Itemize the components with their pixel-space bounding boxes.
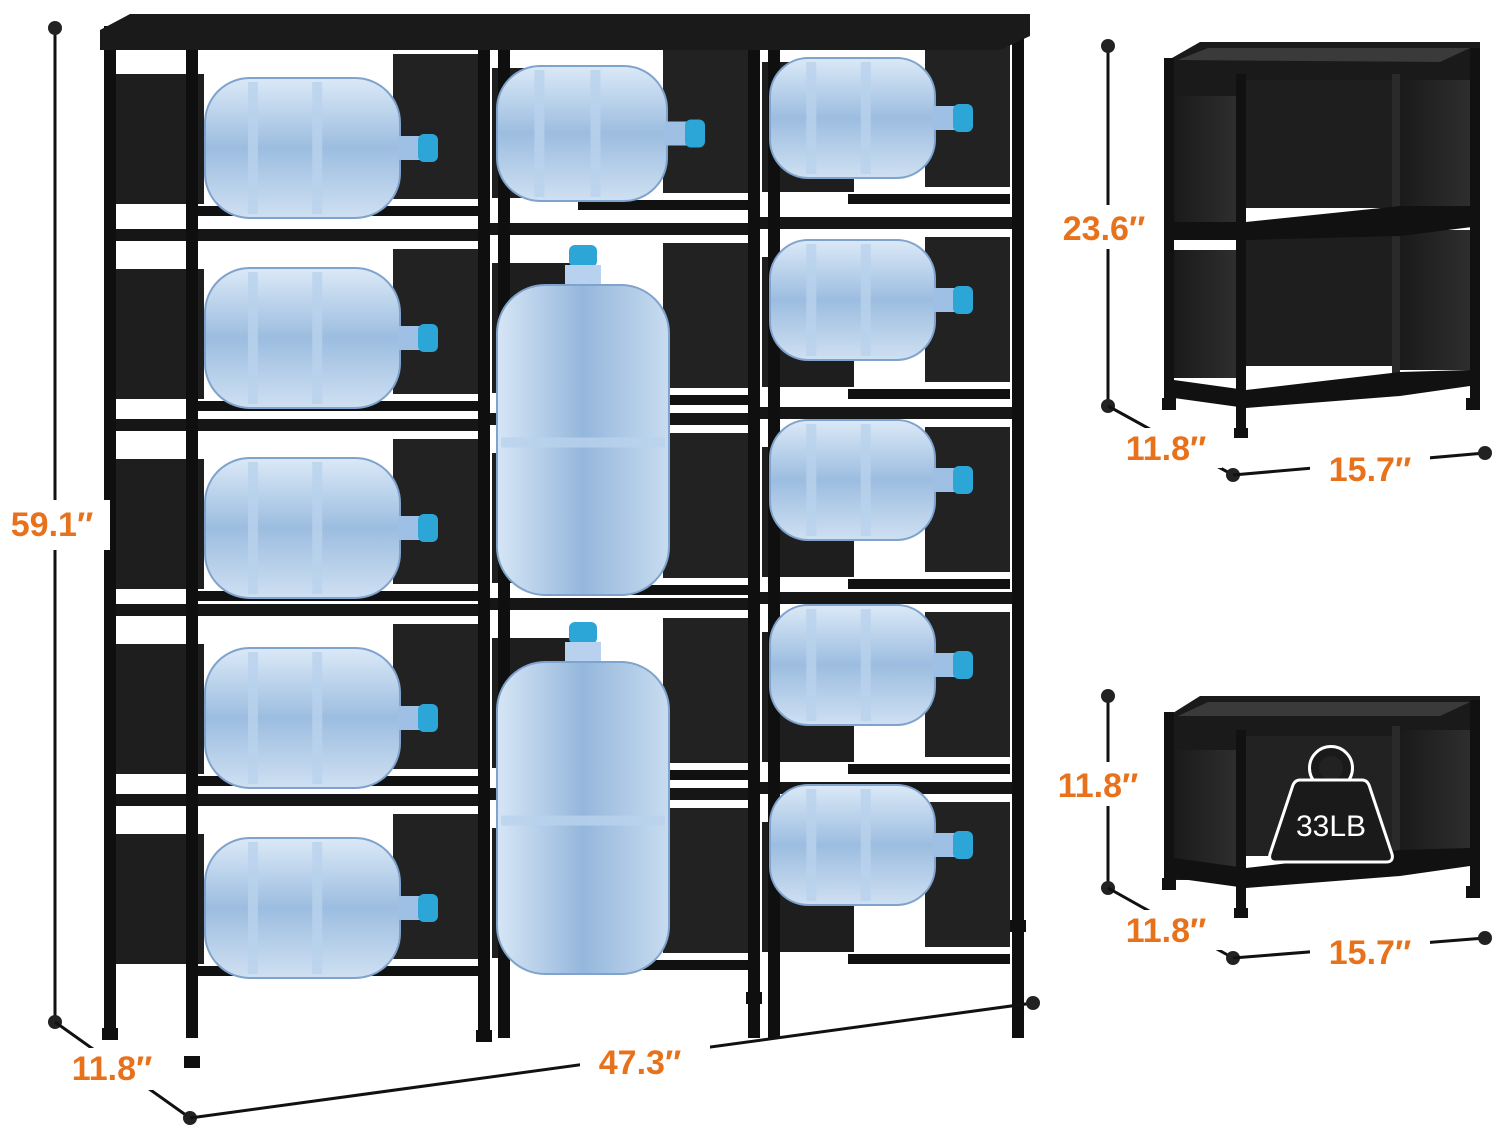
two-tier-unit: [1162, 42, 1480, 438]
rack-shelf: [578, 200, 748, 210]
rack-shelf: [108, 419, 488, 431]
rack-shelf: [108, 229, 488, 241]
rack-back-panel: [663, 243, 748, 388]
rack-shelf: [108, 794, 488, 806]
bottle-cap: [953, 286, 973, 314]
bottle-cap: [569, 622, 597, 644]
rack-back-panel: [393, 54, 478, 199]
two-tier-width-dimension: 15.7″: [1232, 446, 1492, 490]
rack-foot: [476, 1030, 492, 1042]
bottle-cap: [569, 245, 597, 267]
rack-foot: [1010, 920, 1026, 932]
bottle-cap: [953, 104, 973, 132]
bottle-cap: [953, 831, 973, 859]
rack-shelf: [848, 579, 1010, 589]
rack-shelf: [758, 217, 1020, 229]
water-bottle: [769, 784, 936, 906]
rack-back-panel: [663, 48, 748, 193]
rack-shelf: [758, 407, 1020, 419]
single-tier-depth-label: 11.8″: [1126, 912, 1207, 950]
two-tier-depth-dimension: 11.8″: [1107, 404, 1240, 482]
single-tier-width-label: 15.7″: [1329, 934, 1411, 972]
rack-shelf: [578, 585, 748, 595]
bottle-cap: [418, 134, 438, 162]
rack-post: [186, 26, 198, 1038]
rack-shelf: [848, 764, 1010, 774]
rack-back-panel: [925, 427, 1010, 572]
large-rack-width-dimension: 47.3″: [189, 996, 1040, 1120]
two-tier-width-label: 15.7″: [1329, 451, 1411, 489]
rack-back-panel: [925, 612, 1010, 757]
bottle-cap: [685, 119, 705, 148]
water-bottle: [769, 419, 936, 541]
water-bottle: [204, 77, 401, 219]
large-rack-height-label: 59.1″: [11, 506, 93, 544]
rack-foot: [102, 1028, 118, 1040]
rack-back-panel: [925, 802, 1010, 947]
single-tier-width-dimension: 15.7″: [1232, 930, 1492, 974]
rack-shelf: [578, 960, 748, 970]
single-tier-height-label: 11.8″: [1058, 767, 1139, 805]
water-bottle: [769, 239, 936, 361]
large-rack-depth-dimension: 11.8″: [54, 1020, 197, 1125]
single-tier-depth-dimension: 11.8″: [1107, 886, 1240, 965]
rack-shelf: [488, 223, 758, 235]
rack-back-panel: [393, 439, 478, 584]
water-bottle: [204, 457, 401, 599]
water-bottle: [496, 65, 668, 202]
water-bottle: [204, 647, 401, 789]
single-tier-unit: 33LB: [1162, 696, 1480, 918]
rack-shelf: [488, 598, 758, 610]
bottle-cap: [418, 704, 438, 732]
rack-post: [1012, 26, 1024, 1038]
single-tier-height-dimension: 11.8″: [1045, 689, 1163, 895]
rack-shelf: [848, 389, 1010, 399]
two-tier-depth-label: 11.8″: [1126, 430, 1207, 468]
rack-foot: [746, 992, 762, 1004]
rack-back-panel: [663, 618, 748, 763]
rack-shelf: [108, 604, 488, 616]
rack-shelf: [848, 954, 1010, 964]
large-water-bottle-rack: [100, 14, 1030, 1068]
bottle-cap: [418, 324, 438, 352]
water-bottle: [769, 57, 936, 179]
two-tier-height-label: 23.6″: [1063, 210, 1145, 248]
rack-back-panel: [393, 249, 478, 394]
rack-post: [478, 26, 490, 1038]
bottle-cap: [418, 514, 438, 542]
weight-capacity-label: 33LB: [1296, 810, 1366, 843]
rack-post: [748, 26, 760, 1038]
bottle-cap: [953, 651, 973, 679]
water-bottle: [769, 604, 936, 726]
rack-foot: [184, 1056, 200, 1068]
rack-shelf: [848, 194, 1010, 204]
rack-back-panel: [393, 814, 478, 959]
rack-back-panel: [393, 624, 478, 769]
large-rack-width-label: 47.3″: [599, 1044, 681, 1082]
water-bottle: [204, 837, 401, 979]
water-bottle: [204, 267, 401, 409]
large-rack-depth-label: 11.8″: [72, 1050, 153, 1088]
two-tier-height-dimension: 23.6″: [1045, 39, 1163, 413]
bottle-cap: [418, 894, 438, 922]
large-rack-height-dimension: 59.1″: [0, 21, 110, 1029]
rack-back-panel: [663, 433, 748, 578]
rack-shelf: [758, 592, 1020, 604]
rack-top-rail: [100, 14, 1030, 50]
rack-back-panel: [663, 808, 748, 953]
bottle-cap: [953, 466, 973, 494]
weight-icon: 33LB: [1268, 745, 1394, 864]
